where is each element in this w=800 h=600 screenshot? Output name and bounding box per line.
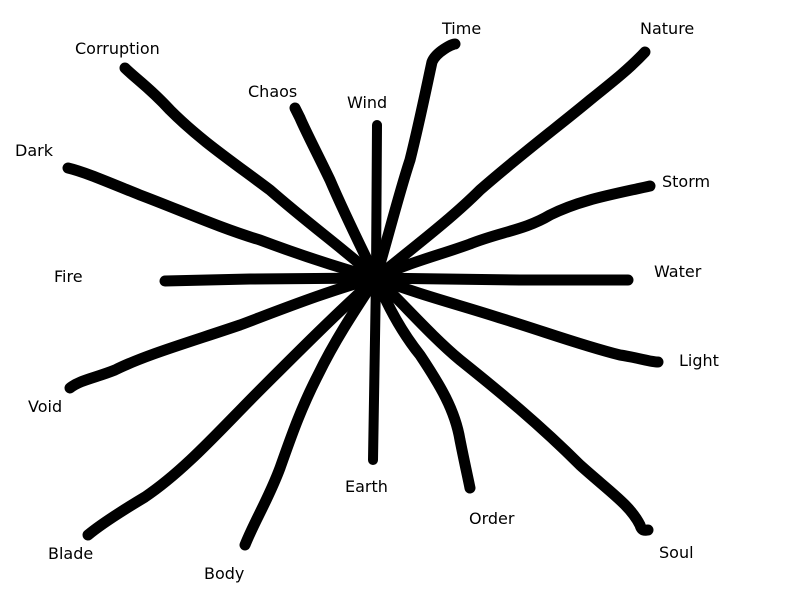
spoke-water bbox=[370, 272, 634, 286]
label-fire: Fire bbox=[54, 267, 83, 286]
label-body: Body bbox=[204, 564, 245, 583]
spoke-soul bbox=[370, 272, 654, 536]
label-chaos: Chaos bbox=[248, 82, 298, 101]
label-nature: Nature bbox=[640, 19, 695, 38]
label-soul: Soul bbox=[659, 543, 694, 562]
spoke-storm bbox=[370, 180, 656, 284]
spoke-void bbox=[64, 272, 382, 394]
spoke-earth bbox=[368, 273, 381, 465]
spoke-fire bbox=[159, 272, 382, 287]
spoke-body bbox=[239, 272, 382, 551]
label-corruption: Corruption bbox=[75, 39, 160, 58]
spoke-wind bbox=[371, 120, 382, 283]
label-wind: Wind bbox=[347, 93, 388, 112]
label-dark: Dark bbox=[15, 141, 53, 160]
spoke-chaos bbox=[289, 102, 382, 284]
label-earth: Earth bbox=[345, 477, 388, 496]
spoke-dark bbox=[62, 162, 382, 284]
label-light: Light bbox=[679, 351, 719, 370]
spoke-corruption bbox=[119, 62, 382, 284]
label-order: Order bbox=[469, 509, 515, 528]
spoke-light bbox=[370, 272, 664, 368]
label-water: Water bbox=[654, 262, 702, 281]
label-storm: Storm bbox=[662, 172, 711, 191]
spoke-order bbox=[370, 272, 476, 494]
label-blade: Blade bbox=[48, 544, 94, 563]
spoke-blade bbox=[82, 272, 382, 541]
label-time: Time bbox=[442, 19, 482, 38]
label-void: Void bbox=[28, 397, 63, 416]
spoke-time bbox=[370, 38, 461, 284]
spoke-nature bbox=[370, 46, 651, 284]
